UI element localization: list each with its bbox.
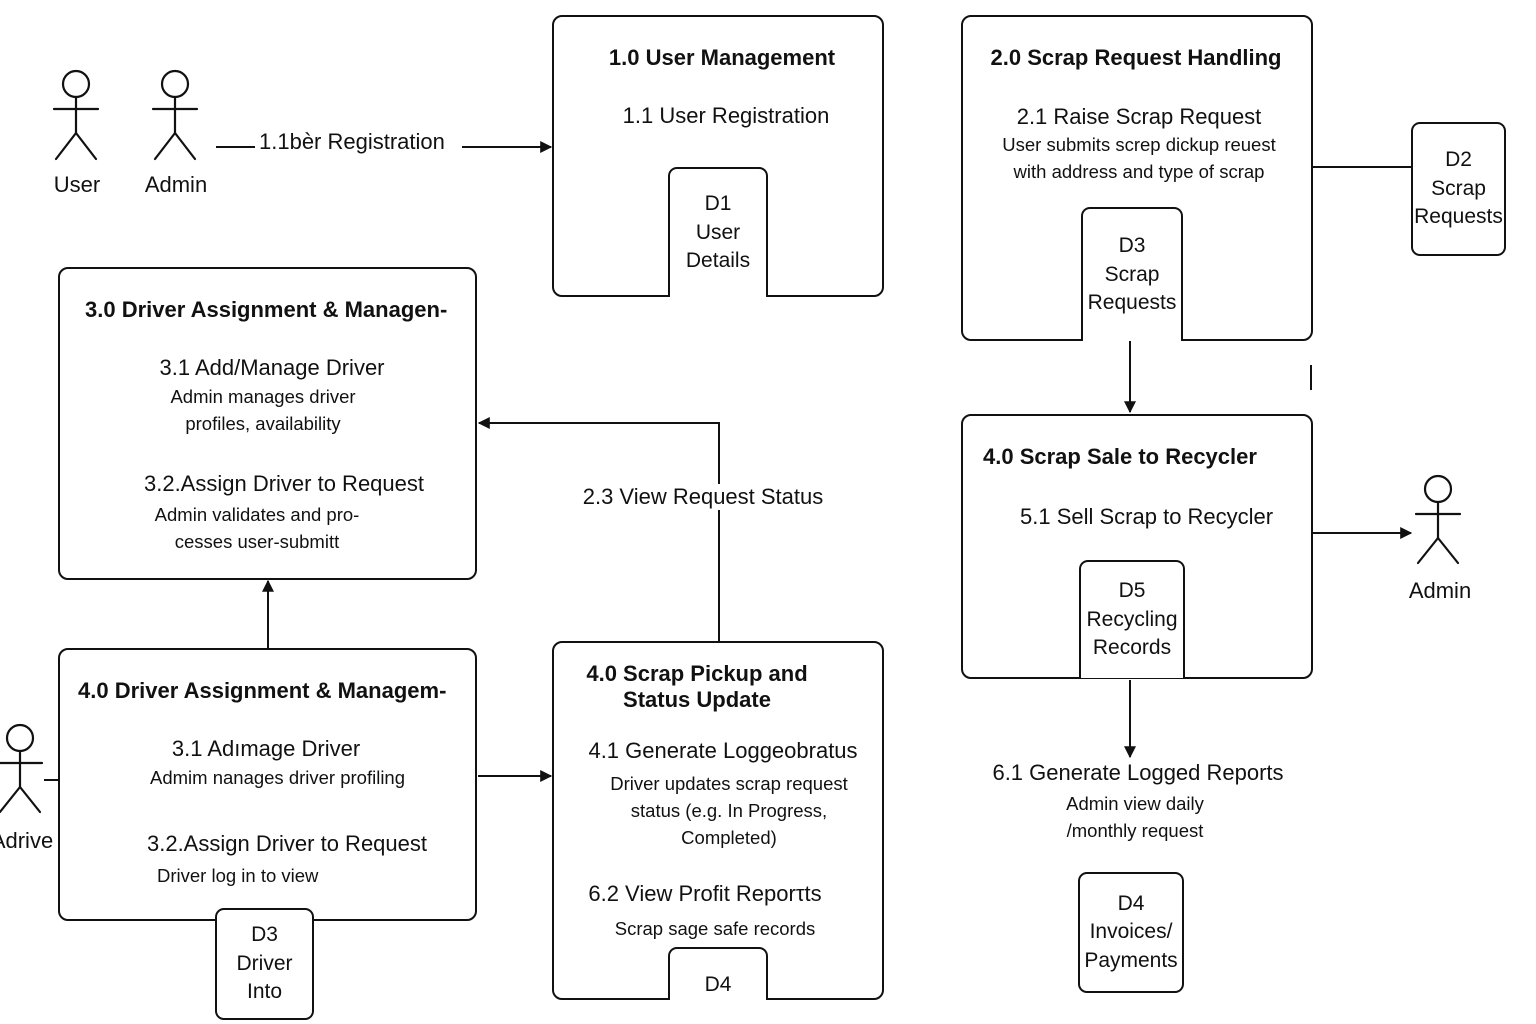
datastore-label: Recycling xyxy=(1086,607,1178,631)
subprocess-sell-scrap: 5.1 Sell Scrap to Recycler xyxy=(1020,504,1274,529)
subprocess-raise-scrap-request: 2.1 Raise Scrap Request xyxy=(1016,104,1262,129)
datastore-label: Invoices/ xyxy=(1089,920,1173,944)
datastore-label: User xyxy=(695,220,741,244)
datastore-id: D3 xyxy=(251,923,278,947)
process-scrap-pickup[interactable]: 4.0 Scrap Pickup and Status Update 4.1 G… xyxy=(552,641,884,1000)
datastore-d4[interactable]: D4 xyxy=(668,947,768,1000)
process-user-management[interactable]: 1.0 User Management 1.1 User Registratio… xyxy=(552,15,884,297)
subprocess-generate-logged-status: 4.1 Generate Loggeobratus xyxy=(588,738,858,763)
subprocess-description: Driver log in to view xyxy=(157,865,319,886)
datastore-id: D1 xyxy=(704,192,732,216)
datastore-label: Payments xyxy=(1084,948,1178,972)
datastore-d2-scrap-requests[interactable]: D2 Scrap Requests xyxy=(1411,122,1506,256)
datastore-id: D4 xyxy=(1117,891,1145,915)
subprocess-description: User submits screp dickup reuest with ad… xyxy=(1002,134,1276,182)
process-scrap-request-handling[interactable]: 2.0 Scrap Request Handling 2.1 Raise Scr… xyxy=(961,15,1313,341)
view-status-arrow xyxy=(477,417,720,643)
reports-description: Admin view daily /monthly request xyxy=(1066,793,1204,841)
datastore-d3-scrap-requests[interactable]: D3 Scrap Requests xyxy=(1081,207,1183,341)
subprocess-manage-driver: 3.1 Adımage Driver xyxy=(171,736,361,761)
datastore-d4-invoices-payments[interactable]: D4 Invoices/ Payments xyxy=(1078,872,1184,993)
admin-actor-icon xyxy=(151,69,199,161)
datastore-label: Requests xyxy=(1087,291,1177,315)
subprocess-user-registration: 1.1 User Registration xyxy=(622,103,830,128)
process-title: 4.0 Driver Assignment & Managem- xyxy=(78,678,447,703)
user-actor-label: User xyxy=(53,172,101,197)
subprocess-description: Admin validates and pro- cesses user-sub… xyxy=(154,504,360,552)
subprocess-description: Admin manages driver profiles, availabil… xyxy=(170,386,356,434)
process-driver-assignment[interactable]: 3.0 Driver Assignment & Managen- 3.1 Add… xyxy=(58,267,477,580)
subprocess-add-manage-driver: 3.1 Add/Manage Driver xyxy=(159,355,385,380)
datastore-label: Scrap xyxy=(1431,176,1486,200)
datastore-label: Details xyxy=(685,249,751,273)
admin-recycler-actor-icon xyxy=(1414,474,1462,565)
process-title: 4.0 Scrap Sale to Recycler xyxy=(983,444,1257,469)
subprocess-description: Scrap sage safe records xyxy=(614,918,816,939)
process-title: 2.0 Scrap Request Handling xyxy=(990,45,1282,70)
user-actor-icon xyxy=(52,69,100,161)
datastore-d5-recycling-records[interactable]: D5 Recycling Records xyxy=(1079,560,1185,678)
subprocess-description: Admim nanages driver profiling xyxy=(150,767,406,788)
subprocess-assign-driver: 3.2.Assign Driver to Request xyxy=(146,831,428,856)
datastore-id: D2 xyxy=(1445,148,1472,172)
subprocess-assign-driver: 3.2.Assign Driver to Request xyxy=(143,471,425,496)
driver-actor-label: Adrive xyxy=(0,828,54,853)
datastore-label: Driver xyxy=(236,951,293,975)
driver-actor-icon xyxy=(0,723,44,814)
datastore-id: D5 xyxy=(1118,579,1146,603)
reports-title: 6.1 Generate Logged Reports xyxy=(992,760,1284,785)
process-title: 1.0 User Management xyxy=(608,45,836,70)
datastore-d3-driver-info[interactable]: D3 Driver Into xyxy=(215,908,314,1020)
admin-actor-label: Admin xyxy=(144,172,208,197)
admin-recycler-actor-label: Admin xyxy=(1408,578,1472,603)
datastore-label: Records xyxy=(1092,636,1172,660)
subprocess-description: Driver updates scrap request status (e.g… xyxy=(610,773,848,848)
datastore-label: Scrap xyxy=(1104,262,1160,286)
process-driver-assignment-2[interactable]: 4.0 Driver Assignment & Managem- 3.1 Adı… xyxy=(58,648,477,921)
datastore-id: D3 xyxy=(1118,234,1146,258)
subprocess-view-profit-reports: 6.2 View Profit Reporτts xyxy=(588,881,822,906)
registration-flow-label: 1.1bèr Registration xyxy=(255,129,449,156)
datastore-label: Into xyxy=(246,980,283,1004)
datastore-label: Requests xyxy=(1414,205,1503,229)
datastore-d1-user-details[interactable]: D1 User Details xyxy=(668,167,768,297)
view-status-flow-label: 2.3 View Request Status xyxy=(578,484,828,511)
process-title: 4.0 Scrap Pickup and Status Update xyxy=(586,661,808,713)
process-title: 3.0 Driver Assignment & Managen- xyxy=(85,297,448,322)
process-scrap-sale[interactable]: 4.0 Scrap Sale to Recycler 5.1 Sell Scra… xyxy=(961,414,1313,679)
datastore-id: D4 xyxy=(704,973,732,997)
